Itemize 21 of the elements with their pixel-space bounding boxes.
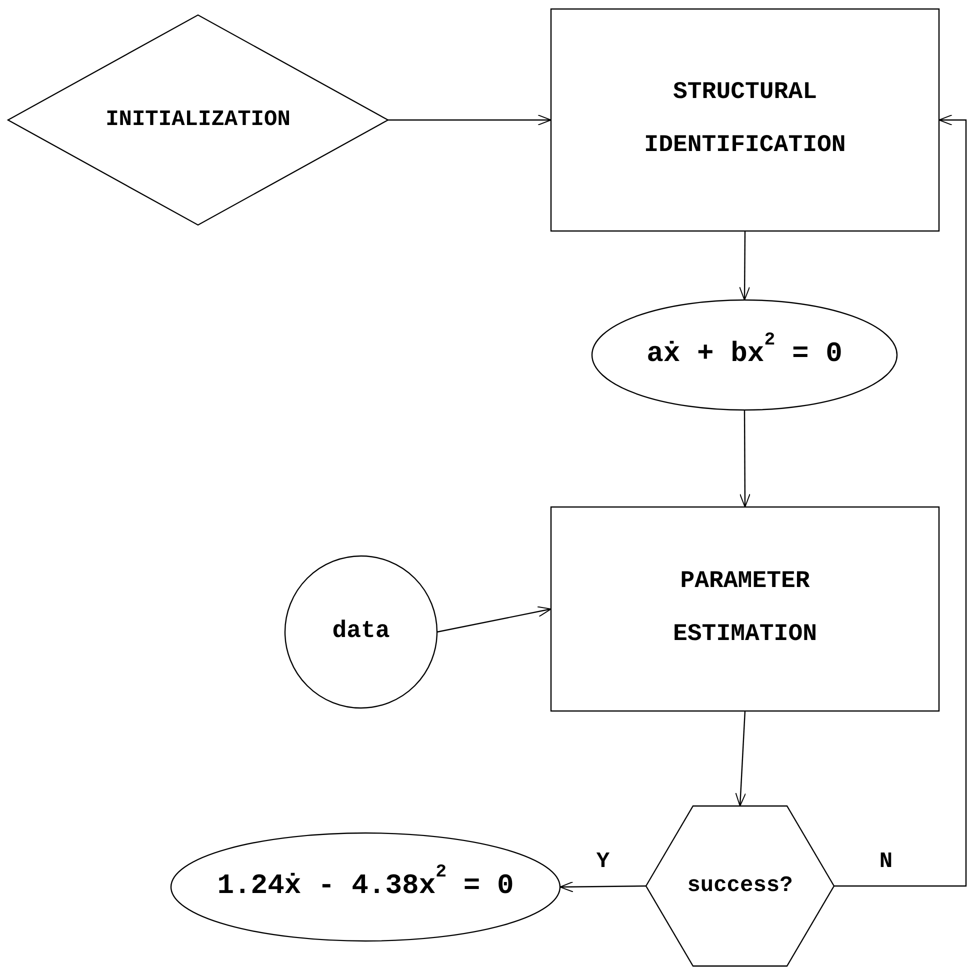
equation-ellipse (171, 833, 560, 941)
arrow (436, 606, 552, 633)
equation-ellipse (592, 300, 897, 410)
decision-diamond (8, 15, 388, 225)
data-circle (285, 556, 437, 708)
arrow (739, 410, 750, 508)
arrow (560, 881, 646, 892)
arrow (739, 231, 750, 300)
node-label: aẋ + bx$^{2}$ = 0 (646, 330, 842, 372)
node-label: 1.24ẋ - 4.38x$^{2}$ = 0 (217, 862, 514, 904)
node-label: STRUCTURAL IDENTIFICATION (643, 78, 847, 161)
arrow (834, 114, 967, 887)
node-label: PARAMETER ESTIMATION (672, 567, 818, 650)
decision-hexagon (646, 806, 834, 966)
process-box (551, 9, 939, 231)
arrow (388, 114, 552, 126)
node-label: INITIALIZATION (106, 106, 290, 134)
node-label: data (332, 616, 390, 647)
node-label: success? (687, 872, 793, 900)
arrow (735, 710, 746, 806)
process-box (551, 507, 939, 711)
